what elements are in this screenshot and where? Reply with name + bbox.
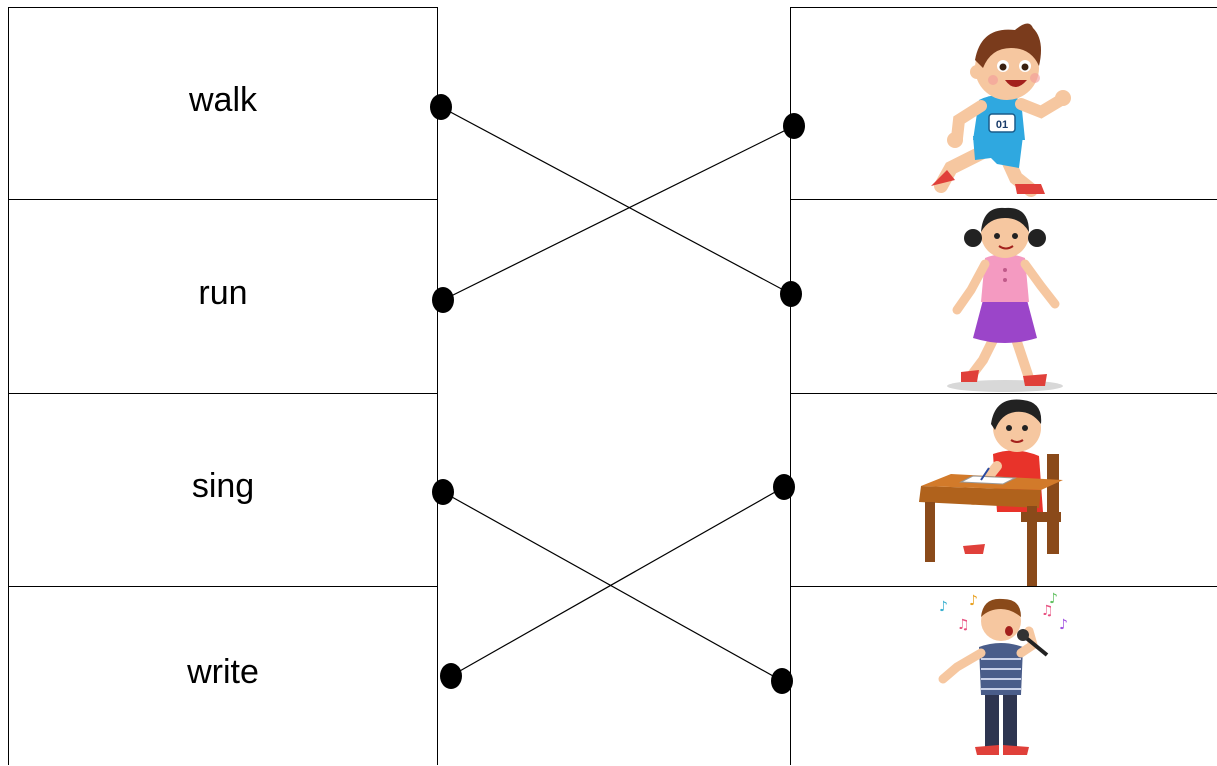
- dot-run[interactable]: [432, 287, 454, 313]
- picture-cell-writing[interactable]: [790, 393, 1217, 588]
- dot-walking[interactable]: [780, 281, 802, 307]
- dot-walk[interactable]: [430, 94, 452, 120]
- picture-cell-running[interactable]: 01: [790, 7, 1217, 201]
- match-line-write-writing: [450, 486, 785, 677]
- word-cell-write[interactable]: write: [8, 586, 438, 765]
- music-note-icon: ♪: [1049, 591, 1058, 607]
- word-label: run: [198, 273, 248, 312]
- dot-sing[interactable]: [432, 479, 454, 505]
- dot-writing[interactable]: [773, 474, 795, 500]
- word-cell-sing[interactable]: sing: [8, 393, 438, 588]
- picture-cell-walking[interactable]: [790, 199, 1217, 395]
- singing-boy-icon: ♪ ♪ ♫ ♫ ♪ ♪: [938, 591, 1068, 755]
- writing-boy-icon: [919, 399, 1063, 586]
- dot-running[interactable]: [783, 113, 805, 139]
- music-note-icon: ♪: [939, 599, 948, 615]
- runner-number: 01: [996, 119, 1008, 131]
- match-line-walk-walking: [440, 106, 792, 295]
- match-line-run-running: [442, 125, 795, 301]
- music-note-icon: ♫: [1041, 603, 1054, 619]
- word-label: write: [187, 652, 259, 691]
- music-note-icon: ♫: [957, 617, 970, 633]
- walking-girl-icon: [947, 207, 1063, 392]
- running-boy-icon: 01: [931, 23, 1071, 197]
- dot-write[interactable]: [440, 663, 462, 689]
- word-label: walk: [188, 80, 258, 119]
- word-label: sing: [191, 467, 255, 505]
- word-cell-walk[interactable]: walk: [8, 7, 438, 201]
- music-note-icon: ♪: [969, 593, 978, 609]
- music-note-icon: ♪: [1059, 617, 1068, 633]
- match-line-sing-singing: [442, 491, 783, 682]
- picture-cell-singing[interactable]: ♪ ♪ ♫ ♫ ♪ ♪: [790, 586, 1217, 765]
- dot-singing[interactable]: [771, 668, 793, 694]
